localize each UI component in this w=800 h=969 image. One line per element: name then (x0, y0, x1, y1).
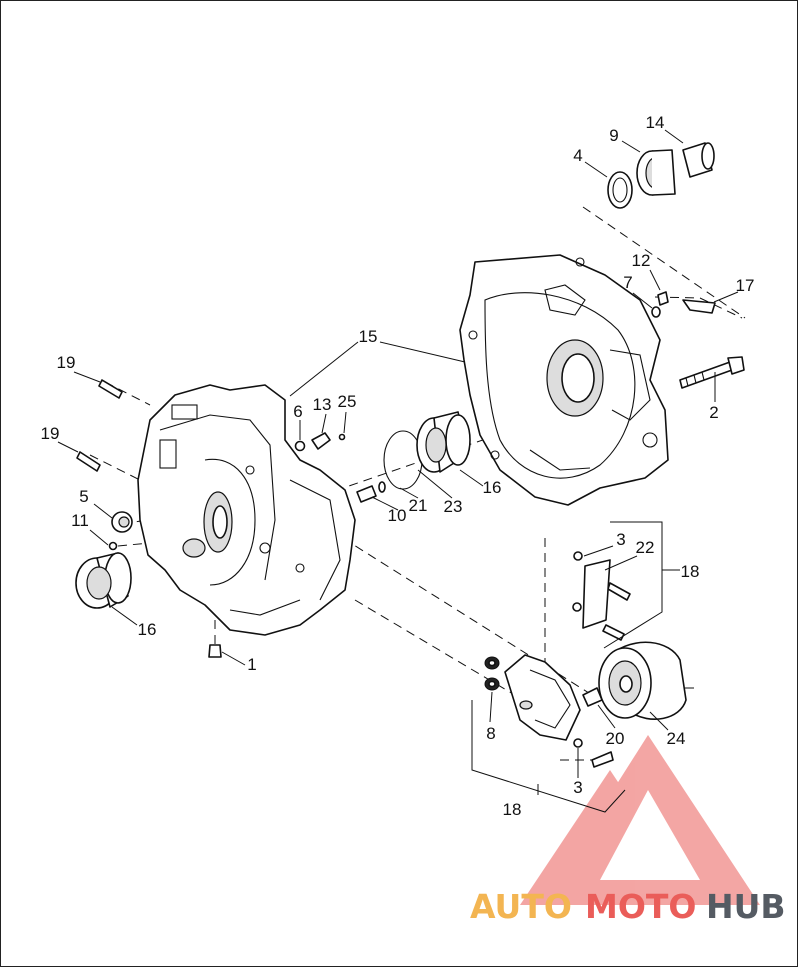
case-bolt-2 (679, 356, 745, 389)
dowel-and-seal (651, 291, 716, 318)
studs-19 (76, 379, 123, 472)
left-crankcase-half (137, 384, 356, 636)
watermark-auto: AUTO (470, 887, 572, 926)
callout-c18b: 18 (503, 800, 522, 819)
callout-c18a: 18 (681, 562, 700, 581)
callout-c1: 1 (247, 655, 256, 674)
oil-filter-adapter-assembly (484, 551, 631, 768)
watermark-logo-triangle (520, 735, 760, 905)
callout-c16a: 16 (483, 478, 502, 497)
callout-c15: 15 (359, 327, 378, 346)
callout-c20: 20 (606, 729, 625, 748)
callout-c4: 4 (573, 146, 582, 165)
callout-c14: 14 (646, 113, 665, 132)
callout-c13: 13 (313, 395, 332, 414)
callout-c22: 22 (636, 538, 655, 557)
callout-c24: 24 (667, 729, 686, 748)
callout-c2: 2 (709, 403, 718, 422)
right-crankcase-half (459, 254, 669, 506)
leader-lines (57, 129, 739, 778)
callout-c3a: 3 (616, 530, 625, 549)
callout-c11: 11 (71, 511, 89, 530)
bearing-5-and-pin-11 (108, 511, 133, 551)
parts-6-13-25 (294, 432, 346, 452)
parts-10-21-23 (356, 430, 423, 503)
group-brackets-18 (471, 521, 680, 813)
oil-filter-24 (598, 641, 687, 720)
watermark-moto: MOTO (585, 887, 696, 926)
callout-c12: 12 (632, 251, 651, 270)
callout-c21: 21 (409, 496, 428, 515)
callout-c23: 23 (444, 497, 463, 516)
callout-c19a: 19 (57, 353, 76, 372)
watermark-wordmark: AUTO MOTO HUB (470, 887, 786, 926)
roller-bearing-16-left (75, 552, 132, 609)
callout-c7: 7 (623, 273, 632, 292)
callout-c3b: 3 (573, 778, 582, 797)
roller-bearing-16-right (416, 411, 471, 473)
callout-c25: 25 (338, 392, 357, 411)
callout-c10: 10 (388, 506, 407, 525)
callout-c6: 6 (293, 402, 302, 421)
callout-c19b: 19 (41, 424, 60, 443)
callout-c9: 9 (609, 126, 618, 145)
callout-c5: 5 (79, 487, 88, 506)
plug-1 (208, 644, 222, 658)
cam-bearing-parts (607, 142, 715, 209)
callout-c16b: 16 (138, 620, 157, 639)
watermark-hub: HUB (706, 887, 786, 926)
callout-c8: 8 (486, 724, 495, 743)
callout-c17: 17 (736, 276, 755, 295)
